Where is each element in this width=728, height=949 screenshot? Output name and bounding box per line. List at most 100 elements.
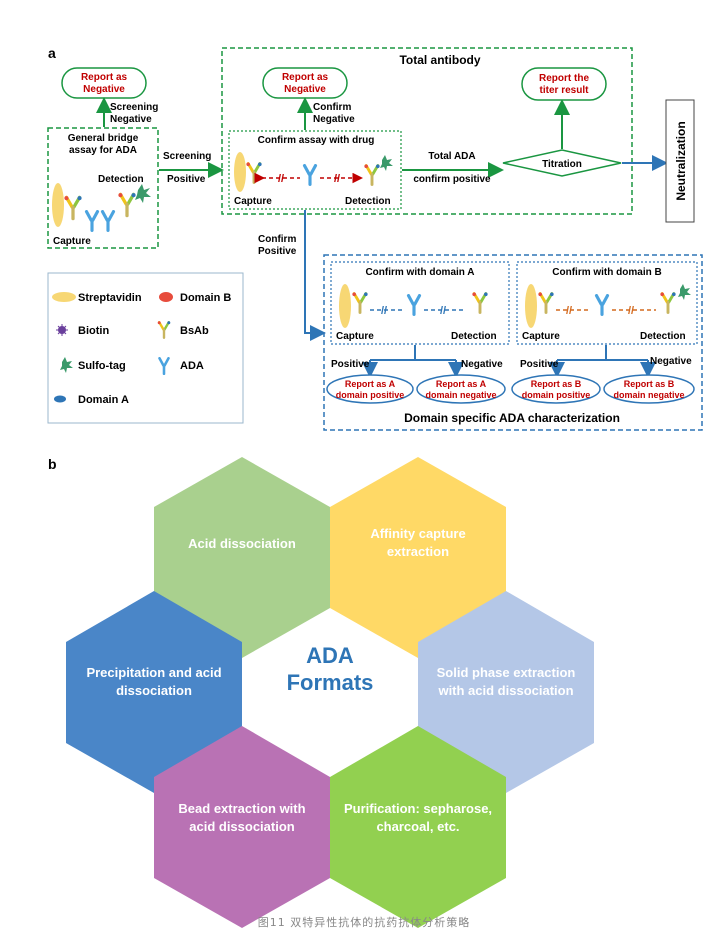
report-b-negative-oval xyxy=(603,374,695,404)
titration-label: Titration xyxy=(542,159,582,170)
svg-text://: // xyxy=(334,173,340,185)
hexagon-precip-line1: Precipitation and acid xyxy=(86,665,221,680)
total-antibody-title: Total antibody xyxy=(399,53,480,67)
hexagon-bead: Bead extraction with acid dissociation xyxy=(154,726,330,928)
legend-label-5: ADA xyxy=(180,360,204,372)
ada-icon xyxy=(158,357,170,375)
neutralization-label: Neutralization xyxy=(674,121,688,200)
report-b-neg-1: Report as B xyxy=(624,379,675,389)
total-antibody-box xyxy=(221,47,633,215)
hexagon-purif-line2: charcoal, etc. xyxy=(376,819,459,834)
screening-negative-2: Negative xyxy=(110,114,152,125)
domain-a-icon xyxy=(54,395,66,403)
report-b-positive-oval xyxy=(511,374,601,404)
legend-label-0: Streptavidin xyxy=(78,292,142,304)
general-assay-illustration xyxy=(52,183,151,232)
legend-label-1: Domain B xyxy=(180,292,231,304)
report-negative-left-2: Negative xyxy=(83,84,125,95)
panel-a-label: a xyxy=(48,45,56,61)
domain-b-positive: Positive xyxy=(520,359,559,370)
hexagon-bead-line2: acid dissociation xyxy=(189,819,295,834)
domain-b-detection: Detection xyxy=(640,331,686,342)
total-ada-1: Total ADA xyxy=(428,151,475,162)
hexagon-purif-shape xyxy=(330,726,506,928)
domain-b-illustration: // // xyxy=(525,284,691,328)
report-titer-2: titer result xyxy=(540,85,590,96)
report-a-pos-2: domain positive xyxy=(336,390,405,400)
titration-diamond xyxy=(502,149,622,177)
hexagon-solid: Solid phase extraction with acid dissoci… xyxy=(418,591,594,793)
report-titer-box xyxy=(521,67,607,101)
confirm-positive-2: Positive xyxy=(258,246,297,257)
report-a-neg-2: domain negative xyxy=(425,390,496,400)
domain-b-negative: Negative xyxy=(650,356,692,367)
svg-text://: // xyxy=(566,305,572,317)
domain-section-title: Domain specific ADA characterization xyxy=(404,411,620,425)
legend-label-2: Biotin xyxy=(78,325,109,337)
general-assay-title-1: General bridge xyxy=(68,133,139,144)
domain-section-box xyxy=(323,254,703,431)
hexagon-solid-line2: with acid dissociation xyxy=(437,683,573,698)
general-detection-label: Detection xyxy=(98,174,144,185)
legend-icons xyxy=(52,292,173,403)
report-b-neg-2: domain negative xyxy=(613,390,684,400)
confirm-assay-title: Confirm assay with drug xyxy=(258,135,375,146)
screening-positive-2: Positive xyxy=(167,174,206,185)
hexagon-affinity-line1: Affinity capture xyxy=(370,526,465,541)
hexagon-precip: Precipitation and acid dissociation xyxy=(66,591,242,793)
hexagon-acid-shape xyxy=(154,457,330,658)
confirm-assay-box xyxy=(228,130,402,210)
legend-label-4: Sulfo-tag xyxy=(78,360,126,372)
domain-a-detection: Detection xyxy=(451,331,497,342)
legend-label-3: BsAb xyxy=(180,325,209,337)
hexagon-acid-line1: Acid dissociation xyxy=(188,536,296,551)
hexagon-solid-shape xyxy=(418,591,594,793)
report-a-positive-oval xyxy=(326,374,414,404)
confirm-negative-2: Negative xyxy=(313,114,355,125)
domain-a-branch-arrows xyxy=(362,345,464,378)
hexagon-affinity-shape xyxy=(330,457,506,658)
domain-b-capture: Capture xyxy=(522,331,560,342)
domain-b-branch-arrows xyxy=(549,345,656,378)
svg-text://: // xyxy=(440,305,446,317)
confirm-negative-1: Confirm xyxy=(313,102,351,113)
bsab-icon xyxy=(157,321,171,339)
svg-text://: // xyxy=(628,305,634,317)
report-titer-1: Report the xyxy=(539,73,589,84)
report-negative-total-2: Negative xyxy=(284,84,326,95)
center-title-2: Formats xyxy=(287,670,374,695)
report-a-negative-oval xyxy=(416,374,506,404)
report-a-neg-1: Report as A xyxy=(436,379,487,389)
neutralization-box xyxy=(665,99,695,223)
hexagon-purif: Purification: sepharose, charcoal, etc. xyxy=(330,726,506,928)
domain-a-negative: Negative xyxy=(461,359,503,370)
svg-text://: // xyxy=(278,173,284,185)
confirm-positive-1: Confirm xyxy=(258,234,296,245)
domain-b-title: Confirm with domain B xyxy=(552,267,661,278)
confirm-detection-label: Detection xyxy=(345,196,391,207)
center-title-1: ADA xyxy=(306,643,354,668)
domain-b-icon xyxy=(159,292,173,302)
arrow-confirm-positive xyxy=(304,210,326,341)
report-a-pos-1: Report as A xyxy=(345,379,396,389)
total-ada-2: confirm positive xyxy=(413,174,491,185)
svg-text://: // xyxy=(381,305,387,317)
hexagon-solid-line1: Solid phase extraction xyxy=(437,665,576,680)
general-assay-box xyxy=(47,127,159,249)
streptavidin-icon xyxy=(52,292,76,302)
domain-a-positive: Positive xyxy=(331,359,370,370)
hexagon-affinity-line2: extraction xyxy=(387,544,449,559)
report-negative-left-1: Report as xyxy=(81,72,128,83)
biotin-icon xyxy=(56,324,68,336)
domain-b-box xyxy=(516,261,698,345)
hexagon-precip-shape xyxy=(66,591,242,793)
confirm-capture-label: Capture xyxy=(234,196,272,207)
hexagon-affinity: Affinity capture extraction xyxy=(330,457,506,658)
panel-b-label: b xyxy=(48,456,57,472)
legend-box xyxy=(47,272,244,424)
hexagon-acid: Acid dissociation xyxy=(154,457,330,658)
domain-a-title: Confirm with domain A xyxy=(365,267,474,278)
confirm-assay-illustration: // // xyxy=(234,152,393,192)
sulfo-tag-icon xyxy=(60,357,73,373)
